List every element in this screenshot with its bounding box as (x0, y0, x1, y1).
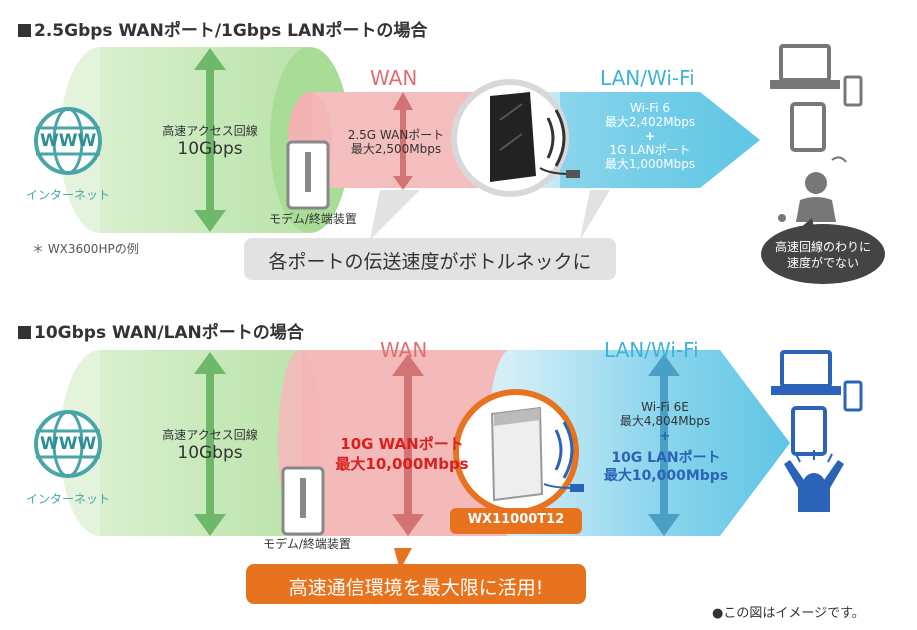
section2-wan-label: WAN (380, 338, 428, 362)
section1-plus: + (644, 129, 656, 143)
tablet-icon-1 (790, 102, 826, 152)
section1-lan-port: 1G LANポート (609, 143, 691, 157)
callout-text: 高速通信環境を最大限に活用! (288, 577, 544, 599)
router-icon-1 (451, 79, 580, 197)
wan-arrow-2 (392, 354, 424, 536)
section1-example-note: ＊ WX3600HPの例 (32, 242, 139, 256)
section1-modem-label: モデム/終端装置 (269, 212, 357, 226)
section2-wan-port: 10G WANポート (340, 435, 464, 453)
router-model: WX11000T12 (467, 512, 565, 527)
section2-www: WWW (40, 434, 97, 454)
section2-plus: + (659, 429, 671, 444)
confused-user-icon (778, 156, 847, 222)
section1-internet: インターネット (25, 188, 110, 202)
section1-lan-max: 最大1,000Mbps (604, 157, 696, 171)
lan-arrow-2 (648, 354, 680, 536)
double-arrow-1 (194, 48, 226, 232)
router-model-tag (450, 508, 582, 534)
tablet-icon-2 (791, 406, 827, 456)
modem-icon-2 (281, 466, 325, 536)
section2-lan-port: 10G LANポート (611, 450, 721, 466)
section2-lan-label: LAN/Wi-Fi (604, 338, 699, 362)
section1-lan-label: LAN/Wi-Fi (600, 66, 695, 90)
complaint-line1: 高速回線のわりに (774, 240, 871, 254)
globe-icon-2 (34, 410, 102, 478)
phone-icon-1 (843, 75, 863, 107)
section2-lan-max: 最大10,000Mbps (603, 468, 729, 484)
bottleneck-box (244, 190, 616, 280)
laptop-icon-1 (770, 44, 840, 89)
section2-line-label: 高速アクセス回線 (162, 428, 258, 442)
section1-wan-max: 最大2,500Mbps (350, 142, 442, 156)
section1-line-speed: 10Gbps (177, 139, 243, 159)
laptop-icon-2 (771, 350, 841, 395)
section1-wifi: Wi-Fi 6 (629, 101, 671, 115)
section2-heading: 10Gbps WAN/LANポートの場合 (18, 318, 304, 343)
complaint-bubble (761, 218, 885, 284)
green-line-tube-2 (60, 350, 310, 536)
double-arrow-2 (194, 352, 226, 536)
complaint-line2: 速度がでない (786, 256, 859, 270)
happy-user-icon (784, 450, 844, 512)
section2-modem-label: モデム/終端装置 (263, 537, 351, 551)
section2-wifi-max: 最大4,804Mbps (619, 414, 711, 428)
footnote: ●この図はイメージです。 (712, 606, 865, 621)
section1-wan-label: WAN (370, 66, 418, 90)
section2-line-speed: 10Gbps (177, 443, 243, 463)
bottleneck-text: 各ポートの伝送速度がボトルネックに (268, 251, 592, 273)
section1-wan-port: 2.5G WANポート (347, 128, 445, 142)
callout-box (246, 548, 586, 604)
section1-line-label: 高速アクセス回線 (162, 124, 258, 138)
section2-internet: インターネット (25, 492, 110, 506)
section2-wan-max: 最大10,000Mbps (335, 455, 469, 473)
section2-wifi: Wi-Fi 6E (641, 400, 689, 414)
phone-icon-2 (843, 380, 863, 412)
modem-icon-1 (286, 140, 330, 210)
globe-icon-1 (34, 107, 102, 175)
section1-www: WWW (40, 131, 97, 151)
wan-arrow-1 (393, 92, 413, 190)
section1-heading: 2.5Gbps WANポート/1Gbps LANポートの場合 (18, 16, 427, 41)
lan-tube-1 (530, 92, 760, 188)
section1-wifi-max: 最大2,402Mbps (604, 115, 696, 129)
